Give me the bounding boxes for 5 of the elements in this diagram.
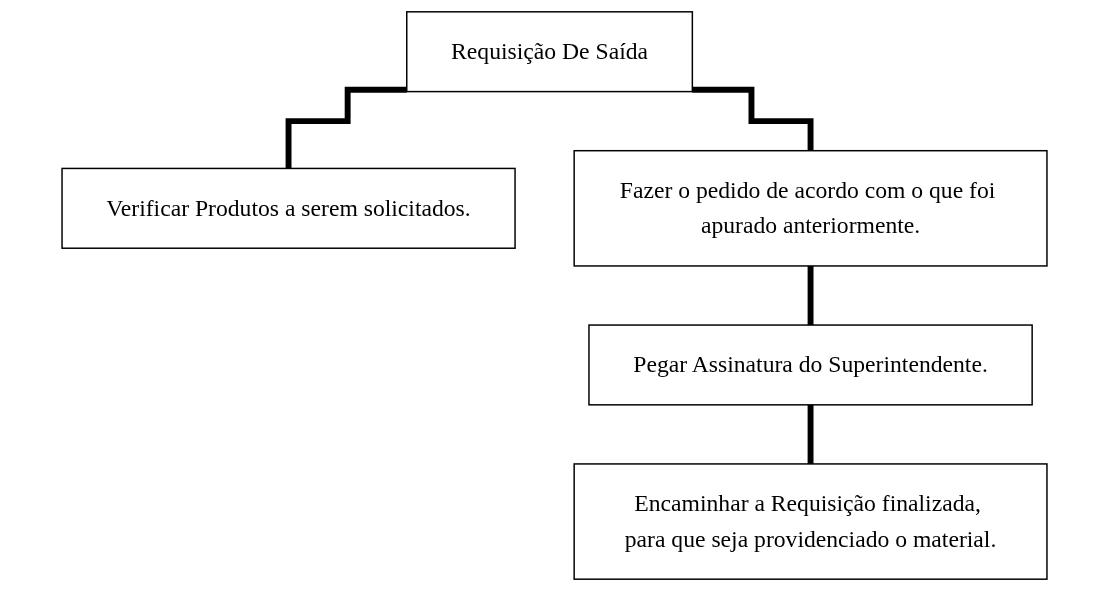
node-box: Verificar Produtos a serem solicitados.	[61, 167, 516, 249]
node-box: Pegar Assinatura do Superintendente.	[588, 324, 1033, 406]
node-box: Fazer o pedido de acordo com o que foi apurado anteriormente.	[573, 149, 1048, 267]
node-box: Requisição De Saída	[406, 11, 694, 93]
node-box: Encaminhar a Requisição finalizada, para que seja providenciado o material.	[573, 463, 1048, 580]
